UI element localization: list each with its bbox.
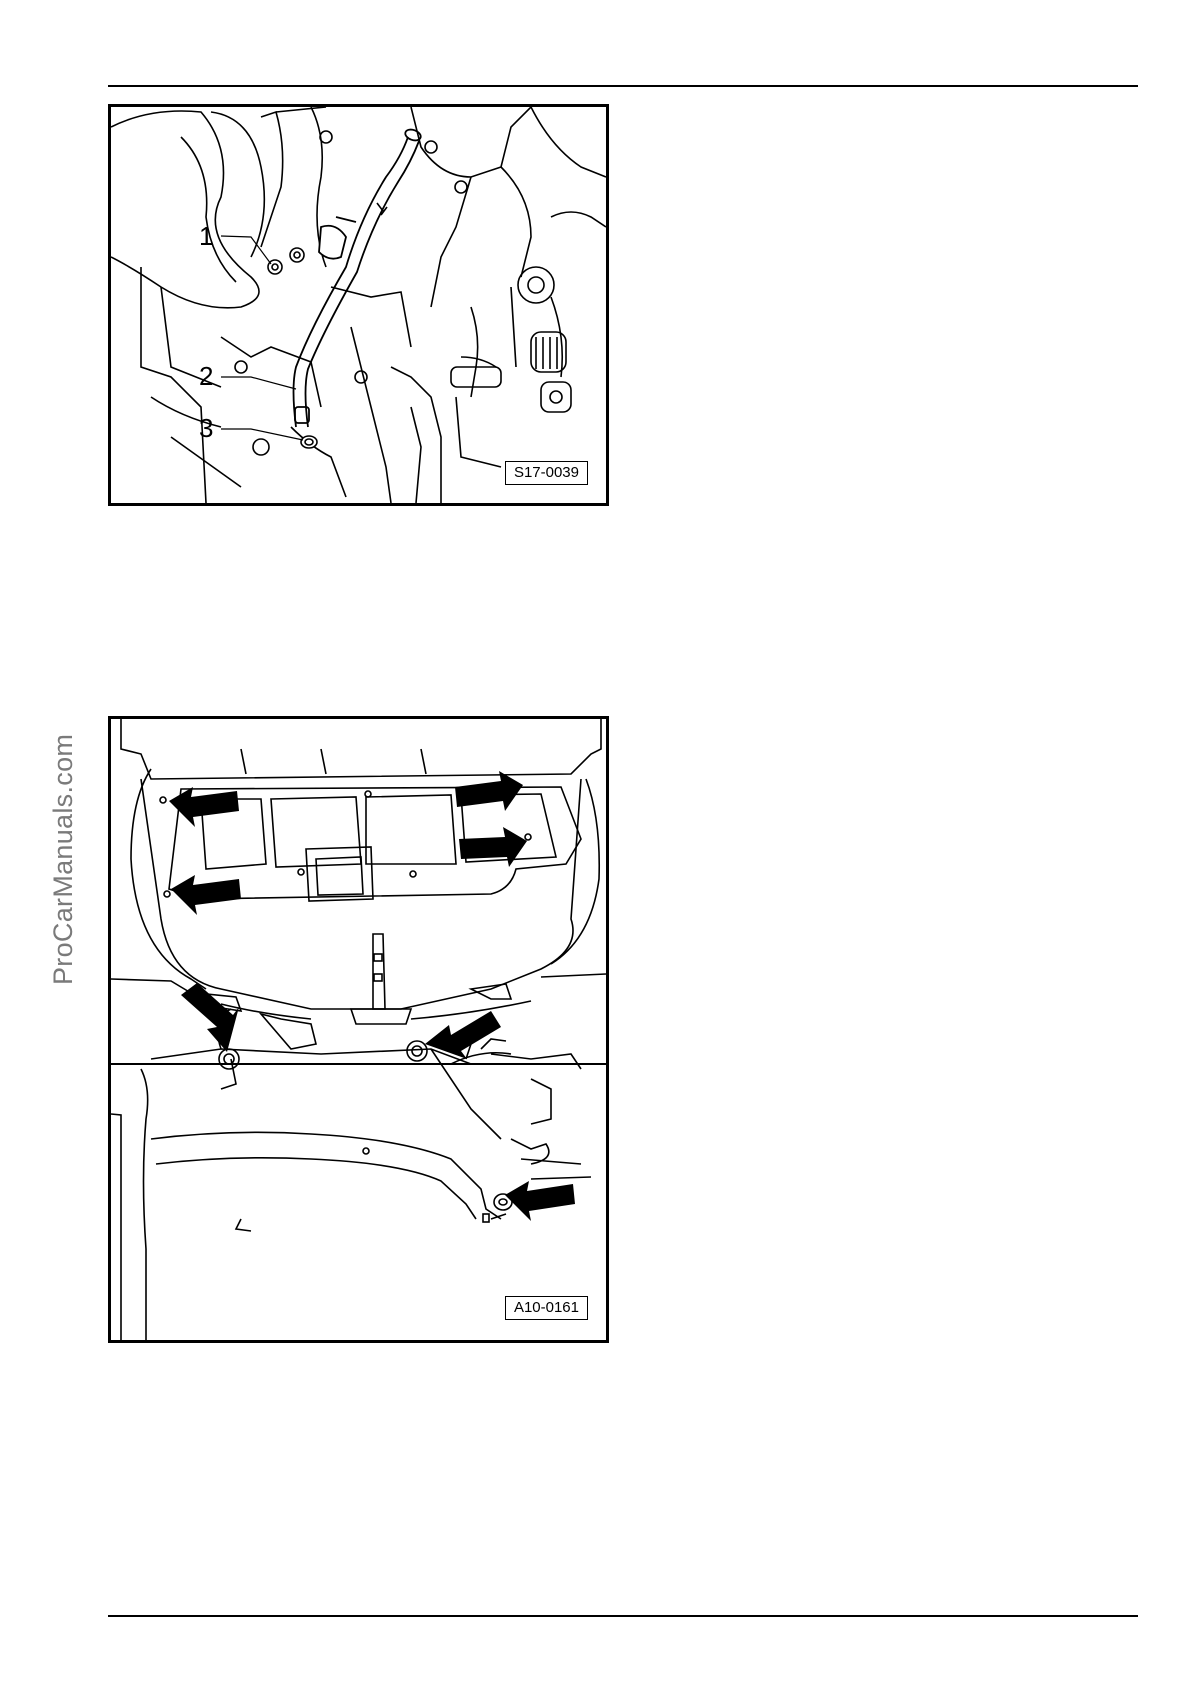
callout-1: 1 — [199, 223, 213, 249]
figure-code-a10-0161: A10-0161 — [505, 1296, 588, 1320]
underbody-illustration — [111, 719, 606, 1340]
figure-panel-divider — [111, 1063, 606, 1065]
callout-2: 2 — [199, 363, 213, 389]
figure-dipstick-guide-tube: 1 2 3 S17-0039 — [108, 104, 609, 506]
footer-rule — [108, 1615, 1138, 1617]
header-rule — [108, 85, 1138, 87]
figure-code-s17-0039: S17-0039 — [505, 461, 588, 485]
figure-noise-insulation: A10-0161 — [108, 716, 609, 1343]
callout-3: 3 — [199, 415, 213, 441]
watermark-text: ProCarManuals.com — [48, 734, 79, 985]
dipstick-illustration — [111, 107, 606, 503]
